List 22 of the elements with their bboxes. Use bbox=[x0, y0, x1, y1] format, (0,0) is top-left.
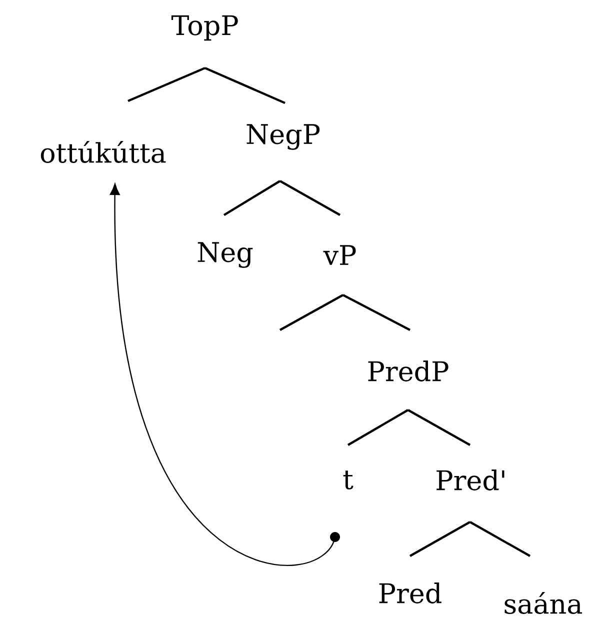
tree-branch bbox=[342, 294, 411, 331]
tree-branch bbox=[279, 180, 341, 216]
tree-branch bbox=[279, 294, 344, 331]
tree-label: saána bbox=[504, 592, 582, 614]
tree-branch bbox=[223, 180, 281, 216]
movement-arrow bbox=[110, 184, 336, 566]
tree-branch bbox=[409, 521, 471, 557]
tree-branch bbox=[407, 409, 471, 446]
tree-branch bbox=[469, 521, 531, 557]
tree-label: Neg bbox=[198, 242, 253, 268]
tree-label: Pred bbox=[379, 582, 442, 604]
tree-branch bbox=[347, 409, 409, 446]
tree-branch bbox=[204, 67, 286, 104]
tree-label: t bbox=[343, 470, 354, 490]
tree-branch bbox=[128, 66, 206, 102]
tree-label: TopP bbox=[171, 15, 238, 41]
tree-label: vP bbox=[323, 245, 356, 265]
tree-label: PredP bbox=[368, 360, 448, 382]
tree-label: ottúkútta bbox=[40, 141, 166, 163]
tree-label: NegP bbox=[246, 124, 320, 150]
dot bbox=[330, 532, 340, 542]
tree-label: Pred' bbox=[436, 470, 504, 490]
